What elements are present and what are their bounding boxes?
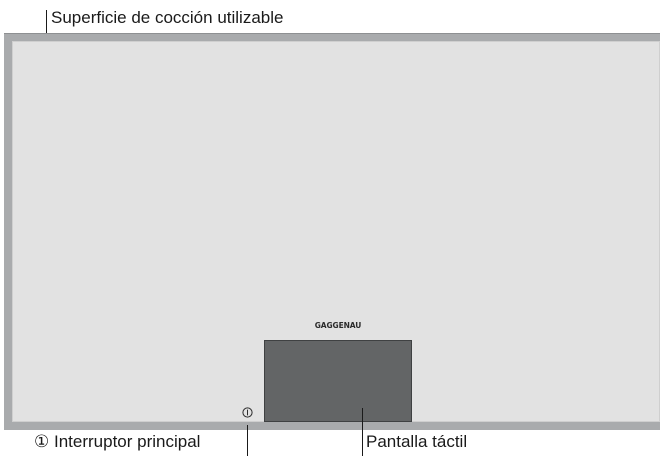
main-switch-text: Interruptor principal <box>53 432 201 451</box>
main-switch-leader-line <box>247 425 248 456</box>
brand-logo: GAGGENAU <box>314 321 362 330</box>
touch-display-leader-line <box>362 408 363 456</box>
power-switch-icon-graphic <box>242 407 253 418</box>
touch-display[interactable] <box>264 340 412 422</box>
main-switch-number: ① <box>34 432 50 451</box>
cooking-surface-label: Superficie de cocción utilizable <box>51 8 284 27</box>
power-switch-icon[interactable] <box>241 406 254 419</box>
touch-display-label: Pantalla táctil <box>366 432 468 451</box>
main-switch-label: ① Interruptor principal <box>34 432 200 452</box>
